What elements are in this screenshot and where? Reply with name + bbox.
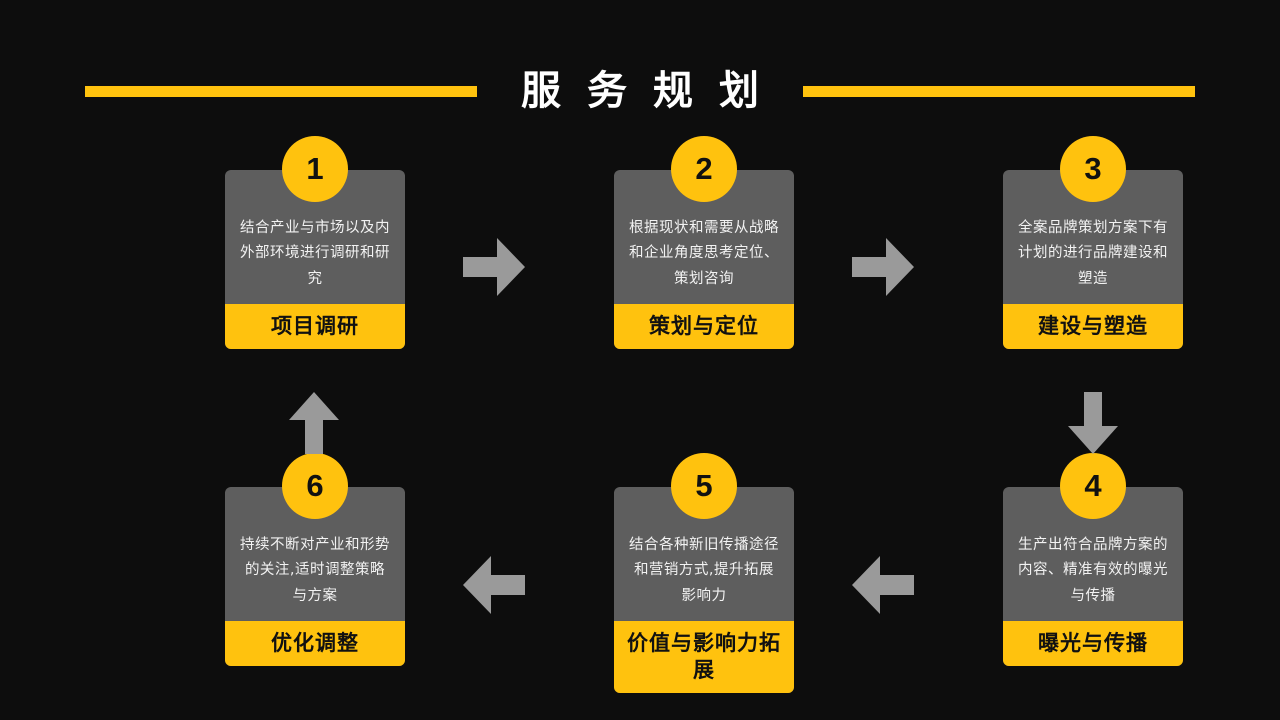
page-title-row: 服务规划 [0, 56, 1280, 126]
step-card-6[interactable]: 6 持续不断对产业和形势的关注,适时调整策略与方案 优化调整 [225, 453, 405, 666]
arrow-step5-to-step6-icon [463, 556, 525, 614]
step-label-2: 策划与定位 [614, 304, 794, 349]
arrow-step3-to-step4-icon [1068, 392, 1118, 454]
step-card-5[interactable]: 5 结合各种新旧传播途径和营销方式,提升拓展影响力 价值与影响力拓展 [614, 453, 794, 693]
step-number-badge-1: 1 [282, 136, 348, 202]
page-title: 服务规划 [521, 68, 785, 114]
arrow-step2-to-step3-icon [852, 238, 914, 296]
step-label-6: 优化调整 [225, 621, 405, 666]
step-card-2[interactable]: 2 根据现状和需要从战略和企业角度思考定位、策划咨询 策划与定位 [614, 136, 794, 349]
step-number-badge-3: 3 [1060, 136, 1126, 202]
step-number-badge-6: 6 [282, 453, 348, 519]
step-number-badge-5: 5 [671, 453, 737, 519]
step-description-1: 结合产业与市场以及内外部环境进行调研和研究 [240, 220, 390, 287]
step-description-6: 持续不断对产业和形势的关注,适时调整策略与方案 [240, 537, 390, 604]
arrow-step6-to-step1-icon [289, 392, 339, 454]
step-label-4: 曝光与传播 [1003, 621, 1183, 666]
step-description-2: 根据现状和需要从战略和企业角度思考定位、策划咨询 [629, 220, 779, 287]
step-label-3: 建设与塑造 [1003, 304, 1183, 349]
title-rule-left [85, 85, 477, 97]
step-description-5: 结合各种新旧传播途径和营销方式,提升拓展影响力 [629, 537, 779, 604]
step-card-3[interactable]: 3 全案品牌策划方案下有计划的进行品牌建设和塑造 建设与塑造 [1003, 136, 1183, 349]
step-label-5: 价值与影响力拓展 [614, 621, 794, 693]
arrow-step4-to-step5-icon [852, 556, 914, 614]
step-number-badge-4: 4 [1060, 453, 1126, 519]
step-card-1[interactable]: 1 结合产业与市场以及内外部环境进行调研和研究 项目调研 [225, 136, 405, 349]
arrow-step1-to-step2-icon [463, 238, 525, 296]
step-description-3: 全案品牌策划方案下有计划的进行品牌建设和塑造 [1018, 220, 1168, 287]
title-rule-right [803, 85, 1195, 97]
step-card-4[interactable]: 4 生产出符合品牌方案的内容、精准有效的曝光与传播 曝光与传播 [1003, 453, 1183, 666]
step-description-4: 生产出符合品牌方案的内容、精准有效的曝光与传播 [1018, 537, 1168, 604]
step-label-1: 项目调研 [225, 304, 405, 349]
step-number-badge-2: 2 [671, 136, 737, 202]
